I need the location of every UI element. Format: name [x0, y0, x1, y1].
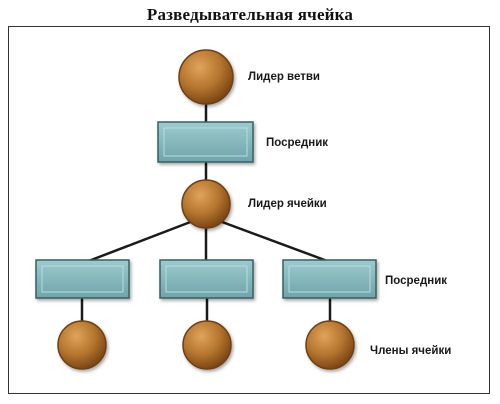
mediator-left-node — [35, 259, 130, 299]
branch-leader-label: Лидер ветви — [248, 71, 320, 83]
branch-leader-circle — [178, 49, 234, 105]
mediator-middle-box-bevel — [165, 265, 248, 293]
cell-member-right-node: Члены ячейки — [305, 320, 451, 370]
cell-leader-node: Лидер ячейки — [181, 179, 327, 229]
diagram-title: Разведывательная ячейка — [146, 5, 354, 24]
mediator-bottom-label: Посредник — [385, 275, 447, 287]
cell-leader-label: Лидер ячейки — [248, 198, 327, 210]
mediator-top-node: Посредник — [157, 121, 328, 163]
cell-member-middle-node — [182, 320, 232, 370]
line-cell-leader-to-left — [85, 214, 207, 264]
mediator-middle-node — [159, 259, 254, 299]
connector-lines — [80, 102, 332, 322]
cell-member-left-node — [57, 320, 107, 370]
line-cell-leader-to-right — [205, 214, 331, 264]
mediator-top-box — [157, 121, 254, 163]
cell-leader-circle — [181, 179, 231, 229]
mediator-top-box-bevel — [163, 127, 248, 157]
mediator-right-box-bevel — [288, 265, 371, 293]
mediator-left-box-bevel — [41, 265, 124, 293]
mediator-top-label: Посредник — [266, 137, 328, 149]
cell-member-left-circle — [57, 320, 107, 370]
mediator-right-node: Посредник — [282, 259, 447, 299]
cell-members-label: Члены ячейки — [370, 345, 451, 357]
branch-leader-node: Лидер ветви — [178, 49, 320, 105]
cell-member-right-circle — [305, 320, 355, 370]
cell-member-middle-circle — [182, 320, 232, 370]
